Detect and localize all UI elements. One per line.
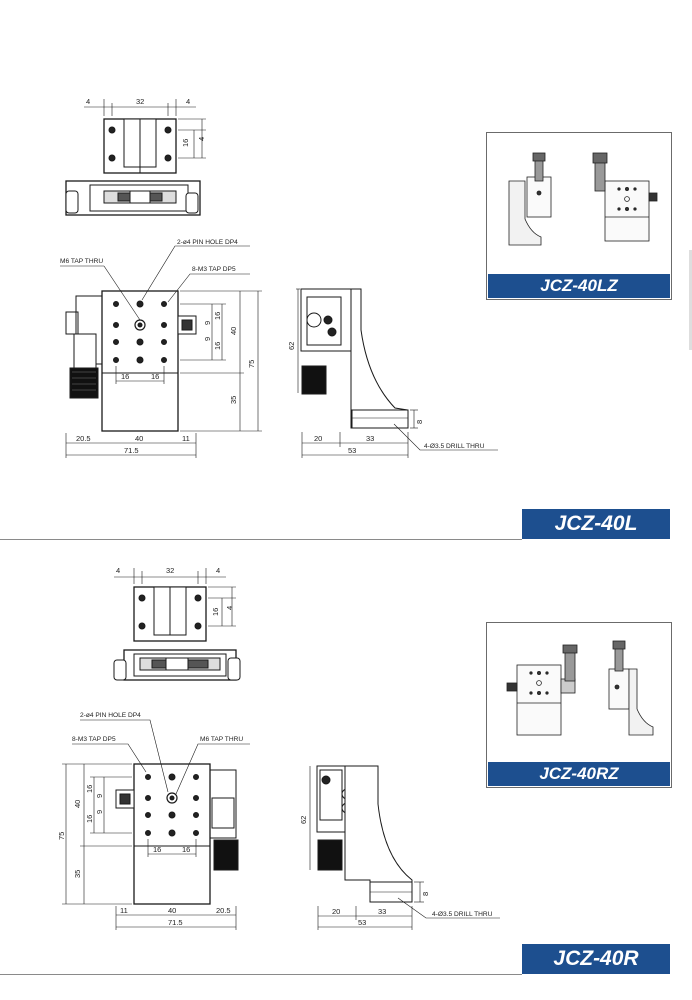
section-divider	[0, 539, 522, 540]
dim2-front-35: 35	[73, 870, 82, 878]
dim-front-40: 40	[229, 327, 238, 335]
dim-front-20-5: 20.5	[76, 434, 91, 443]
dim-front-16b: 16	[213, 342, 222, 350]
drawing-jcz-40r: 4 32 4 16 4 2-ø4 PIN HOLE DP4 8-M3 TAP D…	[57, 566, 500, 930]
front-view-jcz-40r	[62, 719, 250, 930]
top-view-jcz-40r	[113, 568, 241, 681]
dim2-front-11: 11	[120, 906, 128, 915]
dim-front-b16b: 16	[151, 372, 159, 381]
dim2-front-20-5: 20.5	[216, 906, 231, 915]
dim2-side-20: 20	[332, 907, 340, 916]
dim2-front-71-5: 71.5	[168, 918, 183, 927]
dim2-side-33: 33	[378, 907, 386, 916]
callout2-m3: 8-M3 TAP DP5	[72, 736, 116, 743]
section-divider-bottom	[0, 974, 522, 975]
dim2-top-mid: 32	[166, 566, 174, 575]
product-photo-frame-jcz-40lz: JCZ-40LZ	[486, 132, 672, 300]
inset-label-jcz-40rz: JCZ-40RZ	[488, 762, 670, 786]
dim-front-71-5: 71.5	[124, 446, 139, 455]
dim-side-33: 33	[366, 434, 374, 443]
dim-side-62: 62	[287, 342, 296, 350]
inset-label-jcz-40lz: JCZ-40LZ	[488, 274, 670, 298]
dim2-top-h16: 16	[211, 608, 220, 616]
dim2-front-b16b: 16	[182, 845, 190, 854]
dim2-side-53: 53	[358, 918, 366, 927]
product-photo-jcz-40lz	[508, 152, 658, 246]
dim2-front-40w: 40	[168, 906, 176, 915]
dim-front-35: 35	[229, 396, 238, 404]
model-title-jcz-40r: JCZ-40R	[522, 944, 670, 974]
callout-m6: M6 TAP THRU	[60, 258, 103, 265]
callout-drill: 4-Ø3.5 DRILL THRU	[424, 443, 485, 450]
product-photo-jcz-40rz	[506, 640, 654, 736]
callout-m3: 8-M3 TAP DP5	[192, 266, 236, 273]
dim-side-53: 53	[348, 446, 356, 455]
dim-top-right: 4	[186, 97, 190, 106]
dim-top-left: 4	[86, 97, 90, 106]
dim-top-mid: 32	[136, 97, 144, 106]
dim-top-h16: 16	[181, 139, 190, 147]
dim-front-9a: 9	[203, 321, 212, 325]
dim-side-8: 8	[415, 420, 424, 424]
dim2-top-h4: 4	[225, 606, 234, 610]
dim2-front-75: 75	[57, 832, 66, 840]
dim-front-40w: 40	[135, 434, 143, 443]
dim-front-75: 75	[247, 360, 256, 368]
drawing-jcz-40l: 4 32 4 16 4 2-ø4 PIN HOLE DP4 M6 TAP THR…	[60, 97, 498, 458]
callout2-m6: M6 TAP THRU	[200, 736, 243, 743]
callout2-drill: 4-Ø3.5 DRILL THRU	[432, 911, 493, 918]
dim2-top-left: 4	[116, 566, 120, 575]
callout-pin-hole: 2-ø4 PIN HOLE DP4	[177, 239, 238, 246]
dim2-top-right: 4	[216, 566, 220, 575]
side-view-jcz-40l	[296, 288, 498, 458]
dim-front-b16a: 16	[121, 372, 129, 381]
dim2-front-b16a: 16	[153, 845, 161, 854]
edge-tab-mark	[689, 250, 692, 350]
dim-side-20: 20	[314, 434, 322, 443]
dim-top-h4: 4	[197, 137, 206, 141]
top-view-jcz-40l	[65, 99, 206, 216]
dim2-front-40: 40	[73, 800, 82, 808]
front-view-jcz-40l	[60, 245, 262, 458]
product-photo-frame-jcz-40rz: JCZ-40RZ	[486, 622, 672, 788]
callout2-pin-hole: 2-ø4 PIN HOLE DP4	[80, 712, 141, 719]
dim-front-11: 11	[182, 434, 190, 443]
dim2-front-9b: 9	[95, 810, 104, 814]
dim-front-9b: 9	[203, 337, 212, 341]
dim2-front-16a: 16	[85, 785, 94, 793]
dim2-side-62: 62	[299, 816, 308, 824]
side-view-jcz-40r	[309, 765, 500, 930]
model-title-jcz-40l: JCZ-40L	[522, 509, 670, 539]
dim2-front-16b: 16	[85, 815, 94, 823]
dim-front-16a: 16	[213, 312, 222, 320]
dim2-front-9a: 9	[95, 794, 104, 798]
dim2-side-8: 8	[421, 892, 430, 896]
